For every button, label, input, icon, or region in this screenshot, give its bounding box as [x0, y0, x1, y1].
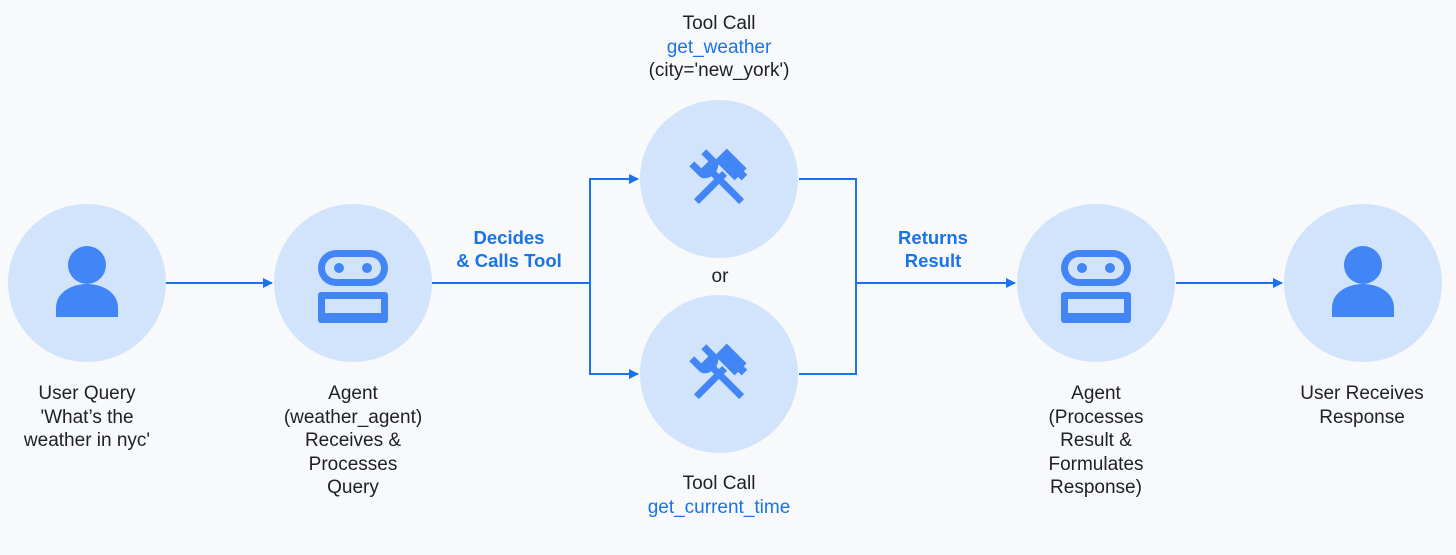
robot-icon: [1061, 250, 1131, 323]
tool-time-label: Tool Call get_current_time: [609, 472, 829, 519]
agent-receives-label: Agent (weather_agent) Receives & Process…: [283, 383, 423, 498]
tool-weather-label: Tool Call get_weather (city='new_york'): [609, 12, 829, 83]
user-receives-label: User Receives Response: [1300, 383, 1424, 428]
agent-receives-node: [274, 204, 432, 362]
agent-processes-label: Agent (Processes Result & Formulates Res…: [1048, 383, 1144, 498]
returns-result-label: Returns Result: [898, 227, 968, 271]
or-label: or: [711, 266, 729, 287]
function-name-get-current-time: get_current_time: [647, 496, 791, 518]
user-query-label: User Query 'What’s the weather in nyc': [23, 383, 151, 451]
tools-icon: [689, 343, 748, 399]
tool-weather-node: [640, 100, 798, 258]
person-icon: [56, 246, 118, 317]
tool-time-node: [640, 295, 798, 453]
agent-processes-node: [1017, 204, 1175, 362]
robot-icon: [318, 250, 388, 323]
function-name-get-weather: get_weather: [666, 36, 772, 58]
user-query-node: [8, 204, 166, 362]
user-receives-node: [1284, 204, 1442, 362]
tools-icon: [689, 148, 748, 204]
person-icon: [1332, 246, 1394, 317]
decides-calls-tool-label: Decides & Calls Tool: [456, 227, 562, 271]
